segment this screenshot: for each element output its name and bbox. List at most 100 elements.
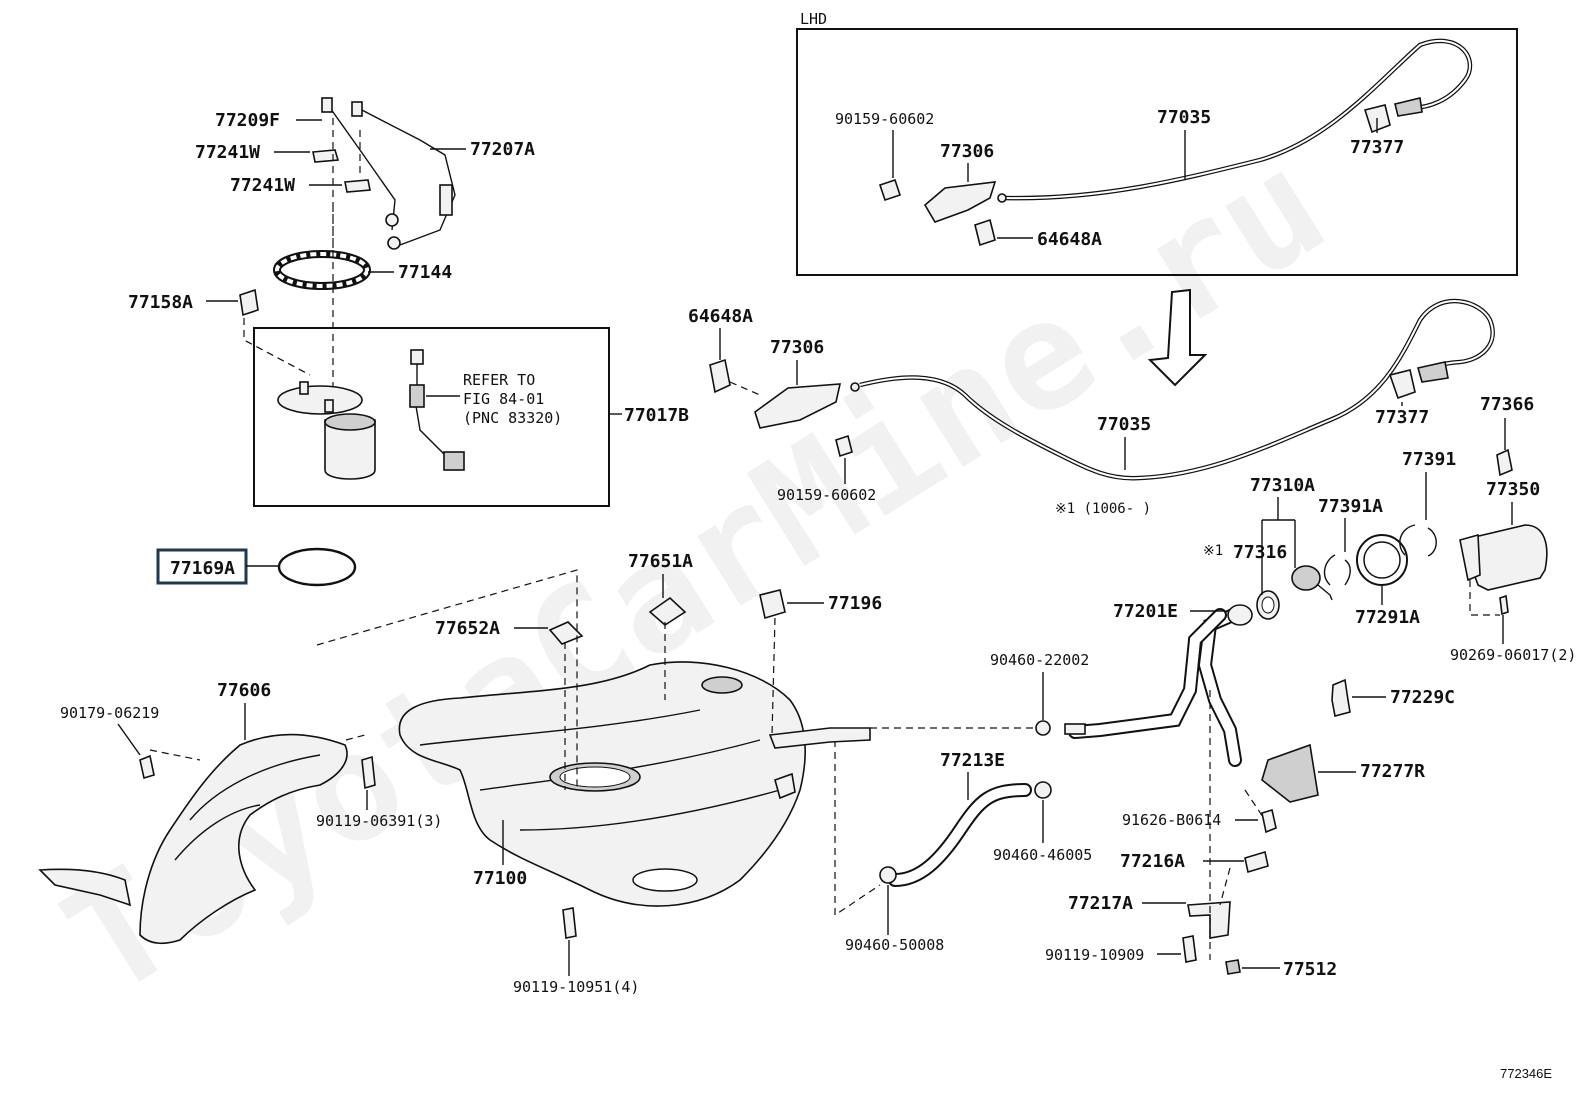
label-77291A: 77291A <box>1355 607 1420 628</box>
bolt-icon <box>361 755 376 790</box>
lhd-label-77306: 77306 <box>940 141 994 162</box>
label-77377: 77377 <box>1375 407 1429 428</box>
label-77035: 77035 <box>1097 414 1151 435</box>
pump-box-frame <box>253 327 610 507</box>
sheet-icon <box>648 596 687 626</box>
screw-icon <box>878 178 902 202</box>
hose-connector-icon <box>321 97 333 113</box>
grommet-icon <box>1225 959 1241 975</box>
opener-lever-icon <box>923 181 997 223</box>
clip-icon <box>759 589 786 620</box>
lhd-label-64648A: 64648A <box>1037 229 1102 250</box>
refer-line-3: (PNC 83320) <box>463 409 562 427</box>
clip-icon <box>974 218 996 247</box>
fuel-tank: 77651A 77652A 77196 77100 90119-10951(4) <box>316 551 882 996</box>
label-77316: 77316 <box>1233 542 1287 563</box>
label-77241W-a: 77241W <box>195 142 260 163</box>
screw-icon <box>1499 594 1509 616</box>
label-77158A: 77158A <box>128 292 193 313</box>
lhd-arrow-icon <box>1147 288 1208 387</box>
heat-insulator-icon <box>139 733 348 945</box>
cable-group: 64648A 77306 90159-60602 77035 ※1 (1006-… <box>688 299 1495 517</box>
gasket-77169A: 77169A <box>156 547 357 587</box>
label-90119-10951: 90119-10951(4) <box>513 978 639 996</box>
lhd-frame <box>796 28 1518 276</box>
label-90119-06391: 90119-06391(3) <box>316 812 442 830</box>
filler-neck-icon <box>1227 604 1253 626</box>
lhd-label-77377: 77377 <box>1350 137 1404 158</box>
label-77229C: 77229C <box>1390 687 1455 708</box>
label-90460-46005: 90460-46005 <box>993 846 1092 864</box>
hose-clamp-icon <box>1035 720 1051 736</box>
bolt-icon <box>1261 808 1277 834</box>
label-77100: 77100 <box>473 868 527 889</box>
clip-icon <box>709 358 731 394</box>
label-77241W-b: 77241W <box>230 175 295 196</box>
label-77606: 77606 <box>217 680 271 701</box>
label-77652A: 77652A <box>435 618 500 639</box>
clamp-icon <box>1244 850 1269 874</box>
label-77217A: 77217A <box>1068 893 1133 914</box>
refer-line-2: FIG 84-01 <box>463 390 544 408</box>
gasket-icon <box>277 547 357 587</box>
label-77169A[interactable]: 77169A <box>170 558 235 579</box>
pump-group: 77209F 77241W 77241W 77207A 77144 77158A <box>128 97 535 395</box>
clip-icon <box>344 179 371 193</box>
label-77391A: 77391A <box>1318 496 1383 517</box>
lhd-label-77035: 77035 <box>1157 107 1211 128</box>
clamp-icon <box>1388 369 1416 400</box>
label-77201E: 77201E <box>1113 601 1178 622</box>
label-77310A: 77310A <box>1250 475 1315 496</box>
refer-line-1: REFER TO <box>463 371 535 389</box>
hardware-group: 77229C 77277R 91626-B0614 77216A 77217A … <box>1045 678 1455 980</box>
lhd-label-90159: 90159-60602 <box>835 110 934 128</box>
lhd-title: LHD <box>800 10 827 28</box>
label-77196: 77196 <box>828 593 882 614</box>
snap-ring-icon <box>1399 524 1437 557</box>
label-91626: 91626-B0614 <box>1122 811 1221 829</box>
hose-end-icon <box>1064 723 1086 735</box>
lock-actuator-icon <box>1394 97 1423 117</box>
snap-ring-icon <box>1323 554 1351 586</box>
label-90460-50008: 90460-50008 <box>845 936 944 954</box>
bolt-icon <box>1182 935 1197 963</box>
label-77017B: 77017B <box>624 405 689 426</box>
lhd-box: LHD 90159-60602 77306 77035 77377 64648A <box>796 10 1518 276</box>
fuel-door-icon <box>1460 524 1548 591</box>
label-90179: 90179-06219 <box>60 704 159 722</box>
label-77391: 77391 <box>1402 449 1456 470</box>
label-90159: 90159-60602 <box>777 486 876 504</box>
screw-icon <box>835 434 853 458</box>
opener-lever-icon <box>754 383 842 429</box>
bracket-icon <box>1187 901 1231 939</box>
label-77144: 77144 <box>398 262 452 283</box>
valve-icon <box>239 288 259 317</box>
pump-box: REFER TO FIG 84-01 (PNC 83320) 77017B <box>253 327 689 507</box>
highlight-box[interactable] <box>156 548 248 585</box>
sheet-icon <box>548 621 584 645</box>
hose-group: 90460-22002 77213E 90460-46005 90460-500… <box>834 651 1092 954</box>
clip-icon <box>1331 678 1351 717</box>
filler-group: 77366 77391 77350 77310A 77391A ※1 77316… <box>1068 394 1576 767</box>
label-1006: ※1 (1006- ) <box>1055 501 1151 517</box>
label-77316-mark: ※1 <box>1203 543 1223 559</box>
label-90460-22002: 90460-22002 <box>990 651 1089 669</box>
diagram-code: 772346E <box>1500 1066 1552 1081</box>
label-77216A: 77216A <box>1120 851 1185 872</box>
label-77213E: 77213E <box>940 750 1005 771</box>
label-90119-10909: 90119-10909 <box>1045 946 1144 964</box>
hinge-icon <box>1496 448 1513 477</box>
protector-icon <box>1261 743 1319 803</box>
sender-gauge-icon <box>410 349 424 365</box>
label-77277R: 77277R <box>1360 761 1425 782</box>
label-64648A: 64648A <box>688 306 753 327</box>
label-77350: 77350 <box>1486 479 1540 500</box>
clip-icon <box>312 149 340 163</box>
nut-icon <box>139 754 155 780</box>
fuel-pump-icon <box>277 385 363 415</box>
label-77207A: 77207A <box>470 139 535 160</box>
label-77209F: 77209F <box>215 110 280 131</box>
fuel-cap-icon <box>1291 565 1321 591</box>
insulator-group: 77606 90179-06219 90119-06391(3) <box>38 680 442 945</box>
label-77651A: 77651A <box>628 551 693 572</box>
